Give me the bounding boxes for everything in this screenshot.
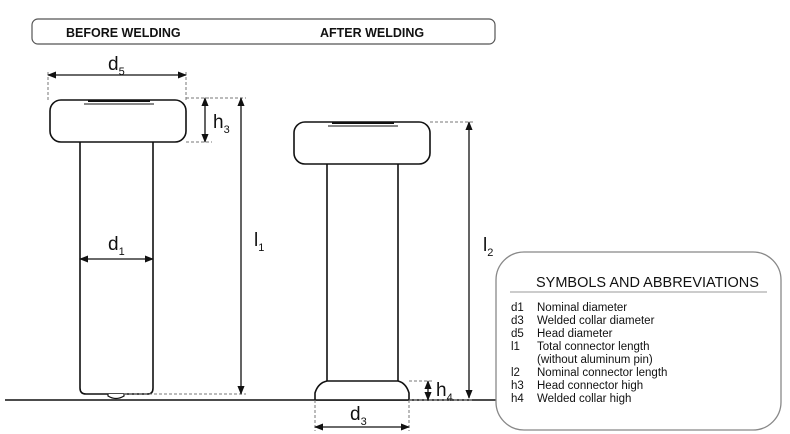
- legend-desc: Nominal diameter: [537, 302, 627, 314]
- dimension-d5: d5: [47, 54, 187, 100]
- dimension-l2: l2: [409, 121, 493, 401]
- d1-label: d1: [108, 234, 125, 258]
- legend-code: h3: [511, 380, 524, 392]
- legend-desc: Welded collar diameter: [537, 315, 655, 327]
- legend-code: d5: [511, 328, 524, 340]
- legend-items: d1 Nominal diameter d3 Welded collar dia…: [511, 302, 667, 405]
- legend-code: h4: [511, 393, 524, 405]
- stud-before-welding: [49, 99, 187, 400]
- dimension-d3: d3: [314, 400, 410, 431]
- l1-label: l1: [254, 230, 264, 254]
- legend-code: l2: [511, 367, 520, 379]
- legend-desc: Head diameter: [537, 328, 613, 340]
- legend-box: SYMBOLS AND ABBREVIATIONS d1 Nominal dia…: [495, 251, 782, 431]
- legend-desc: Welded collar high: [537, 393, 631, 405]
- h4-label: h4: [436, 380, 453, 404]
- header-banner: BEFORE WELDING AFTER WELDING: [31, 18, 496, 45]
- before-welding-label: BEFORE WELDING: [66, 26, 181, 40]
- dimension-l1: l1: [124, 97, 264, 395]
- legend-desc: Head connector high: [537, 380, 643, 392]
- legend-desc: Nominal connector length: [537, 367, 667, 379]
- dimension-h4: h4: [409, 380, 453, 404]
- dimension-d1: d1: [79, 234, 154, 263]
- after-welding-label: AFTER WELDING: [320, 26, 424, 40]
- stud-after-welding: [293, 121, 431, 401]
- legend-desc: Total connector length: [537, 341, 650, 353]
- d3-label: d3: [350, 404, 367, 428]
- legend-title: SYMBOLS AND ABBREVIATIONS: [536, 275, 759, 291]
- d5-label: d5: [108, 54, 125, 78]
- h3-label: h3: [213, 112, 230, 136]
- dimension-h3: h3: [186, 97, 230, 143]
- legend-code: l1: [511, 341, 520, 353]
- legend-code: d3: [511, 315, 524, 327]
- legend-code: d1: [511, 302, 524, 314]
- legend-desc: (without aluminum pin): [537, 354, 653, 366]
- l2-label: l2: [483, 235, 493, 259]
